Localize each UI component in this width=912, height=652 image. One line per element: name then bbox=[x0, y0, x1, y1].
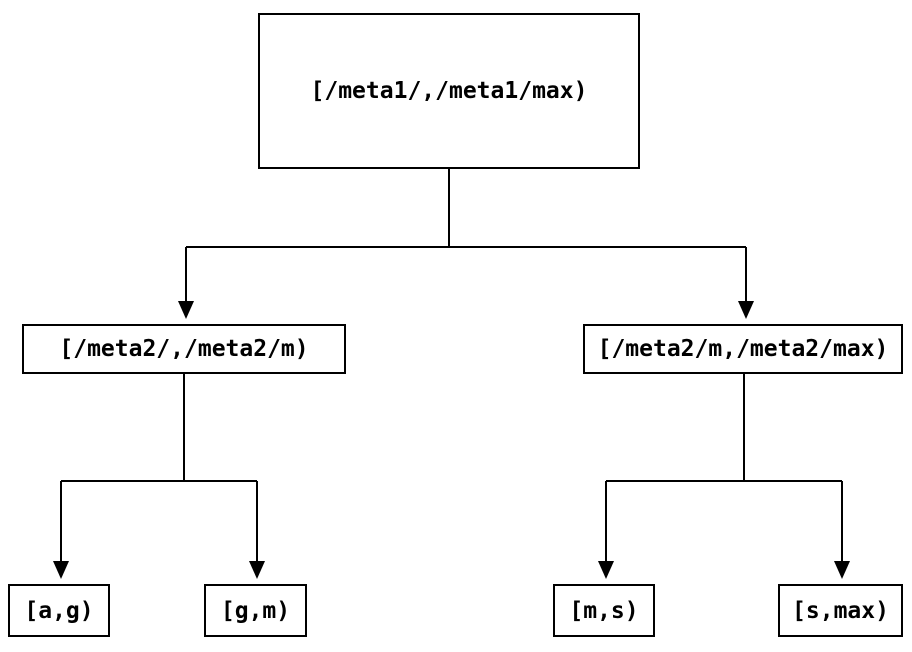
node-right-interval: [/meta2/m,/meta2/max) bbox=[583, 324, 903, 374]
node-root-label: [/meta1/,/meta1/max) bbox=[310, 78, 588, 104]
arrowhead-to-leaf-smax bbox=[834, 561, 850, 579]
arrowhead-to-left-node bbox=[178, 301, 194, 319]
arrowhead-to-leaf-ag bbox=[53, 561, 69, 579]
node-leaf-gm: [g,m) bbox=[204, 584, 307, 637]
arrowhead-to-leaf-gm bbox=[249, 561, 265, 579]
node-leaf-ms: [m,s) bbox=[553, 584, 655, 637]
connector-root-to-children bbox=[178, 169, 754, 319]
connector-right-to-leaves bbox=[598, 374, 850, 579]
node-root-interval: [/meta1/,/meta1/max) bbox=[258, 13, 640, 169]
arrowhead-to-right-node bbox=[738, 301, 754, 319]
node-leaf-smax-label: [s,max) bbox=[792, 597, 889, 624]
node-leaf-ag: [a,g) bbox=[8, 584, 110, 637]
node-left-label: [/meta2/,/meta2/m) bbox=[59, 336, 309, 362]
node-leaf-ag-label: [a,g) bbox=[24, 597, 94, 624]
node-leaf-gm-label: [g,m) bbox=[220, 597, 291, 624]
node-left-interval: [/meta2/,/meta2/m) bbox=[22, 324, 346, 374]
node-leaf-smax: [s,max) bbox=[778, 584, 903, 637]
node-right-label: [/meta2/m,/meta2/max) bbox=[597, 336, 889, 362]
arrowhead-to-leaf-ms bbox=[598, 561, 614, 579]
connector-left-to-leaves bbox=[53, 374, 265, 579]
node-leaf-ms-label: [m,s) bbox=[569, 597, 639, 624]
